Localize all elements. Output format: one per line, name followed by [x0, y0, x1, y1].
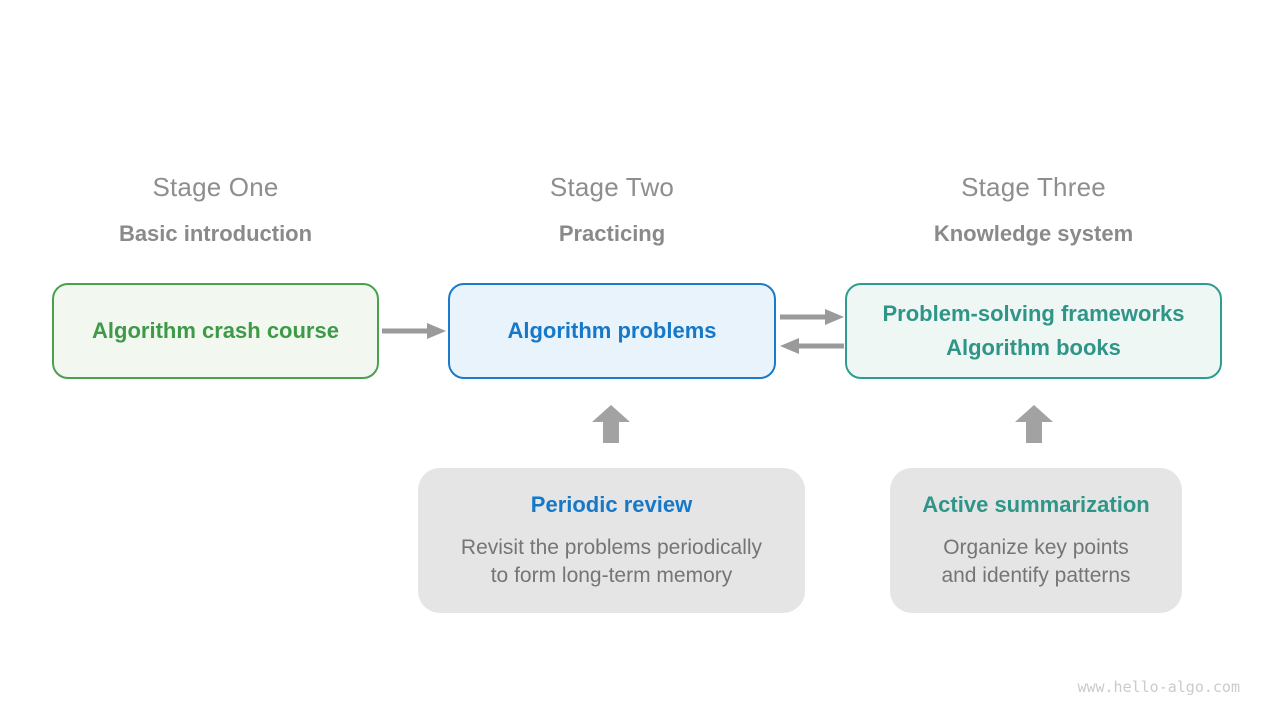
algorithm-crash-course-label: Algorithm crash course [92, 318, 339, 343]
stage-one-title: Stage One [152, 172, 279, 202]
stage-two-subtitle: Practicing [558, 221, 666, 246]
arrow-up-icon [592, 405, 630, 443]
arrow-right-icon [382, 323, 446, 339]
periodic-review-title: Periodic review [530, 492, 693, 517]
arrow-up-icon [1015, 405, 1053, 443]
algorithm-books-label: Algorithm books [946, 335, 1121, 360]
problem-solving-frameworks-label: Problem-solving frameworks [882, 301, 1185, 326]
active-summarization-body-line1: Organize key points [943, 536, 1129, 559]
stage-three-subtitle: Knowledge system [933, 221, 1134, 246]
arrow-up-stem [603, 422, 619, 443]
active-summarization-body-line2: and identify patterns [941, 564, 1131, 587]
arrow-up-head [592, 405, 630, 422]
algorithm-crash-course-box: Algorithm crash course [52, 283, 379, 379]
arrow-up-head [1015, 405, 1053, 422]
knowledge-system-box: Problem-solving frameworks Algorithm boo… [845, 283, 1222, 379]
algorithm-problems-label: Algorithm problems [507, 318, 717, 343]
stage-one-subtitle: Basic introduction [118, 221, 313, 246]
periodic-review-body-line2: to form long-term memory [490, 564, 733, 587]
active-summarization-note: Active summarization Organize key points… [890, 468, 1182, 613]
watermark: www.hello-algo.com [1077, 678, 1240, 696]
stage-three-title: Stage Three [961, 172, 1106, 202]
algorithm-problems-box: Algorithm problems [448, 283, 776, 379]
periodic-review-body-line1: Revisit the problems periodically [460, 536, 763, 559]
arrow-up-stem [1026, 422, 1042, 443]
active-summarization-title: Active summarization [922, 492, 1150, 517]
stage-two-title: Stage Two [549, 172, 675, 202]
arrow-left-icon [780, 338, 844, 354]
arrow-right-icon [780, 309, 844, 325]
periodic-review-note: Periodic review Revisit the problems per… [418, 468, 805, 613]
